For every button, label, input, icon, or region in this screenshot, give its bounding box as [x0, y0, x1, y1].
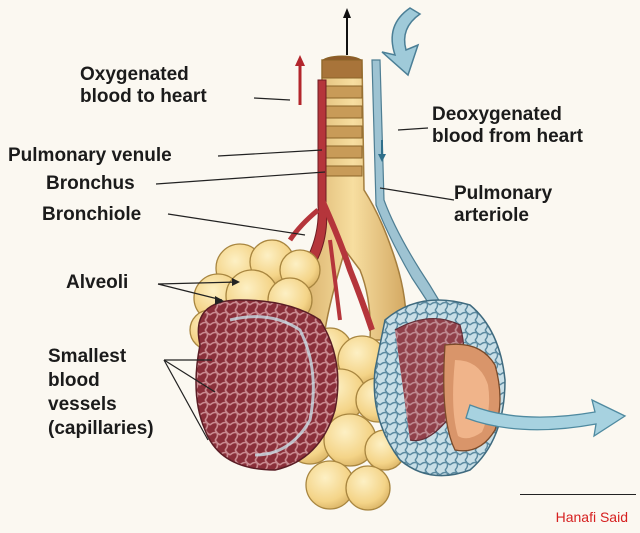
label-pulmonary-venule: Pulmonary venule — [8, 145, 172, 166]
label-capillaries-2: blood — [48, 370, 100, 391]
label-oxygenated-1: Oxygenated — [80, 64, 189, 85]
label-capillaries-3: vessels — [48, 394, 117, 415]
label-capillaries-4: (capillaries) — [48, 418, 154, 439]
label-deoxygenated-1: Deoxygenated — [432, 104, 562, 125]
label-pulmonary-arteriole-2: arteriole — [454, 205, 529, 226]
credit-divider — [520, 494, 636, 495]
deoxygenated-inflow-arrow — [381, 7, 422, 77]
capillary-network-right — [373, 299, 506, 477]
label-alveoli: Alveoli — [66, 272, 129, 293]
oxygen-diffusion-arrow — [465, 398, 627, 438]
label-capillaries-1: Smallest — [48, 346, 127, 367]
leader-lines — [155, 97, 455, 441]
cartilage-rings — [321, 55, 363, 177]
author-credit: Hanafi Said — [555, 509, 628, 525]
label-bronchus: Bronchus — [46, 173, 135, 194]
label-oxygenated-2: blood to heart — [80, 86, 207, 107]
label-bronchiole: Bronchiole — [42, 204, 142, 225]
capillary-network-left — [195, 299, 339, 471]
label-pulmonary-arteriole-1: Pulmonary — [454, 183, 553, 204]
bronchus-tube — [299, 59, 407, 341]
label-deoxygenated-2: blood from heart — [432, 126, 583, 147]
